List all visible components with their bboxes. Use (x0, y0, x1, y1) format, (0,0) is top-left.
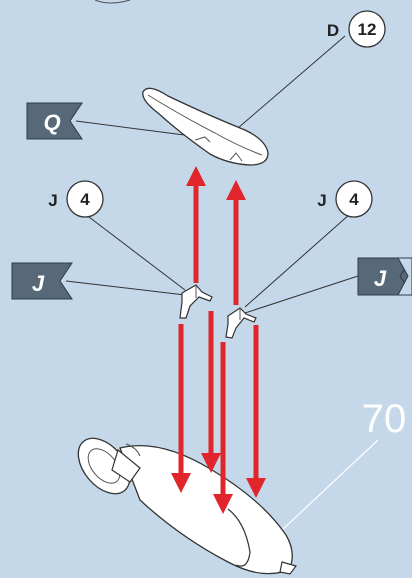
flag-j-right-icon: J (358, 258, 412, 295)
callout-number: 12 (358, 20, 377, 39)
callout-number: 4 (80, 190, 90, 209)
callout-letter: J (48, 191, 57, 210)
callout-number: 4 (349, 190, 359, 209)
callout-letter: D (327, 21, 339, 40)
flag-j-left-label: J (32, 271, 45, 296)
step-number: 70 (362, 397, 407, 441)
flag-j-right-label: J (374, 266, 387, 291)
flag-q-label: Q (43, 110, 60, 135)
callout-letter: J (317, 191, 326, 210)
